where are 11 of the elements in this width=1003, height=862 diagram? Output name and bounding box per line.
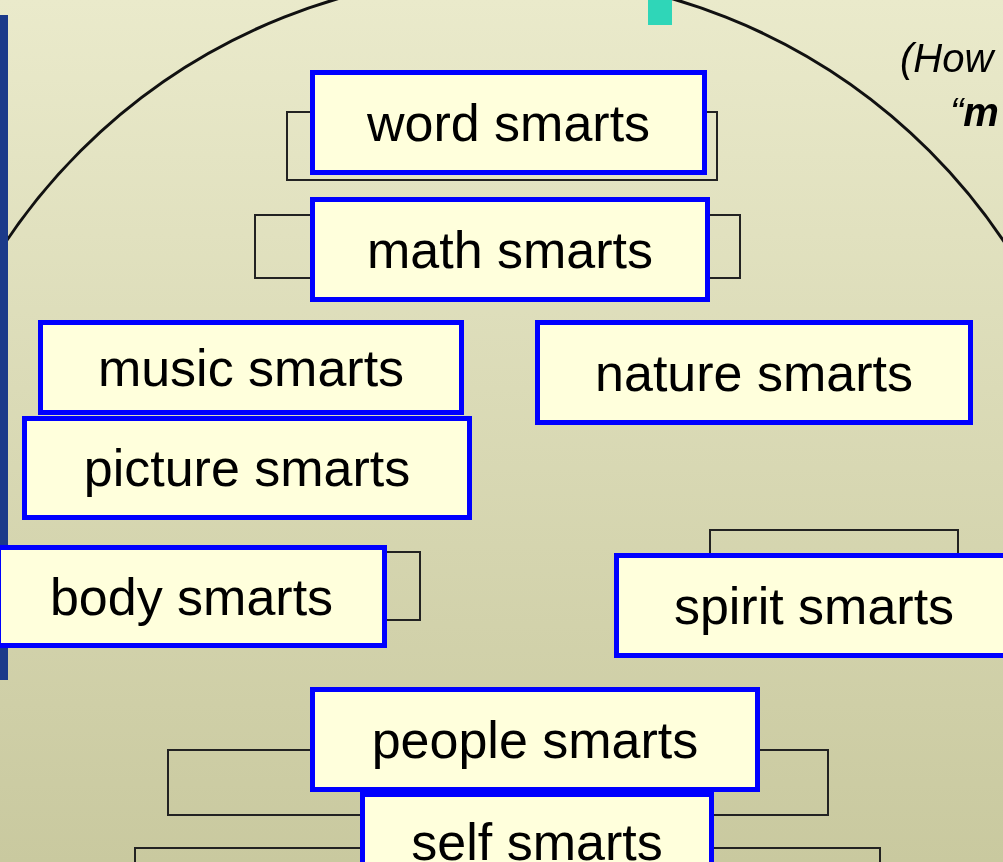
- smarts-box: picture smarts: [22, 416, 472, 520]
- note-text: “m: [950, 92, 999, 132]
- smarts-box: music smarts: [38, 320, 464, 415]
- note-text: (How: [900, 38, 994, 78]
- smarts-box: word smarts: [310, 70, 707, 175]
- smarts-box: math smarts: [310, 197, 710, 302]
- smarts-box: self smarts: [360, 792, 714, 862]
- smarts-box: nature smarts: [535, 320, 973, 425]
- smarts-box: people smarts: [310, 687, 760, 792]
- smarts-box: spirit smarts: [614, 553, 1003, 658]
- smarts-box: body smarts: [0, 545, 387, 648]
